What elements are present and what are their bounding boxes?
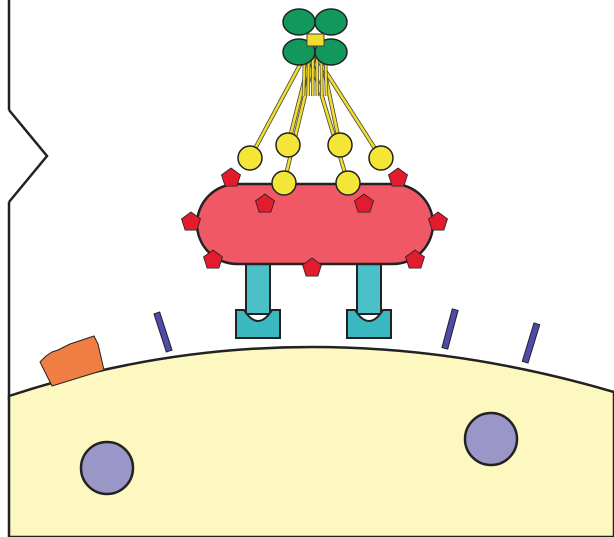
antibody-binding-site — [238, 146, 262, 170]
complement-protein — [315, 9, 347, 35]
antigen-marker — [389, 168, 408, 186]
left-panel-pointer — [9, 0, 47, 400]
cell-organelle-right — [465, 413, 517, 465]
receptor-stem-right — [357, 262, 381, 314]
antibody-binding-site — [336, 171, 360, 195]
antigen-marker — [222, 168, 241, 186]
antibody-hinge — [307, 34, 324, 46]
panel-arrow — [9, 110, 47, 202]
membrane-marker — [154, 312, 172, 352]
membrane-marker — [522, 323, 539, 363]
antibody-binding-site — [369, 146, 393, 170]
receptor-stem-left — [246, 262, 270, 314]
complement-protein — [283, 9, 315, 35]
antibody-binding-site — [276, 133, 300, 157]
antibody-binding-site — [328, 133, 352, 157]
cell-organelle-left — [81, 442, 133, 494]
bacterium — [197, 184, 433, 264]
membrane-marker — [442, 309, 458, 349]
antibody-binding-site — [272, 171, 296, 195]
antibody-chains — [250, 40, 381, 183]
